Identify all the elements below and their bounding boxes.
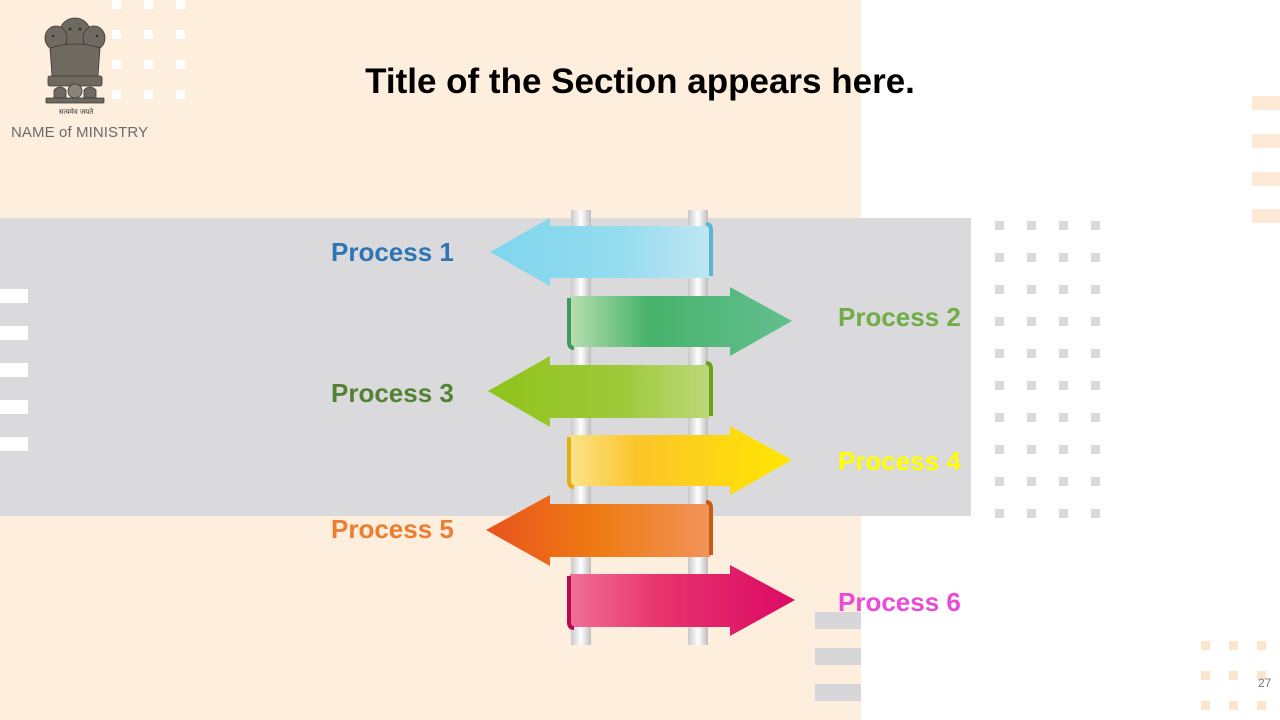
decorative-dot bbox=[1257, 641, 1266, 650]
gray-content-band bbox=[0, 218, 971, 516]
process-4-arrow-right-icon bbox=[567, 426, 792, 495]
emblem-motto: सत्यमेव जयते bbox=[58, 108, 94, 116]
decorative-dot bbox=[1059, 509, 1068, 518]
decorative-dot bbox=[144, 90, 153, 99]
decorative-dot bbox=[1201, 671, 1210, 680]
decorative-dot bbox=[1229, 671, 1238, 680]
decorative-dot bbox=[1059, 317, 1068, 326]
decorative-dot bbox=[144, 60, 153, 69]
process-3-arrow-left-icon bbox=[488, 356, 713, 427]
decorative-dot bbox=[995, 317, 1004, 326]
decorative-dot bbox=[1027, 349, 1036, 358]
decorative-dot bbox=[1091, 349, 1100, 358]
decorative-dot bbox=[995, 445, 1004, 454]
page-number: 27 bbox=[1258, 676, 1272, 690]
decorative-dot bbox=[1059, 285, 1068, 294]
decorative-dot bbox=[1059, 349, 1068, 358]
decorative-dot bbox=[1091, 477, 1100, 486]
decorative-dot bbox=[1257, 671, 1266, 680]
decorative-dot bbox=[995, 349, 1004, 358]
decorative-dot bbox=[112, 90, 121, 99]
decorative-dot bbox=[1027, 317, 1036, 326]
process-5-arrow-left-icon bbox=[486, 495, 713, 566]
decorative-dot bbox=[1027, 381, 1036, 390]
decorative-dot bbox=[1229, 641, 1238, 650]
decorative-dot bbox=[176, 90, 185, 99]
decorative-dot bbox=[1059, 253, 1068, 262]
decorative-dot bbox=[1229, 701, 1238, 710]
decorative-dot bbox=[1027, 477, 1036, 486]
decorative-dot bbox=[1091, 381, 1100, 390]
decorative-dot bbox=[1091, 221, 1100, 230]
process-3-label: Process 3 bbox=[331, 378, 454, 408]
decorative-dot bbox=[1059, 221, 1068, 230]
decorative-dot bbox=[1201, 701, 1210, 710]
decorative-dot bbox=[1091, 285, 1100, 294]
decorative-dot bbox=[1059, 445, 1068, 454]
decorative-dot bbox=[1201, 641, 1210, 650]
national-emblem-icon bbox=[44, 17, 106, 104]
decorative-dot bbox=[995, 477, 1004, 486]
decorative-dot bbox=[176, 30, 185, 39]
decorative-dot bbox=[1091, 253, 1100, 262]
decorative-dot bbox=[1027, 445, 1036, 454]
decorative-dot bbox=[1027, 285, 1036, 294]
decorative-dot bbox=[1027, 413, 1036, 422]
process-6-arrow-right-icon bbox=[567, 565, 795, 636]
decorative-dot bbox=[995, 413, 1004, 422]
decorative-dot bbox=[1091, 413, 1100, 422]
process-1-label: Process 1 bbox=[331, 237, 454, 267]
process-2-arrow-right-icon bbox=[567, 287, 792, 356]
decorative-dot bbox=[112, 60, 121, 69]
decorative-dot bbox=[176, 60, 185, 69]
decorative-dot bbox=[1027, 221, 1036, 230]
process-4-label: Process 4 bbox=[838, 446, 961, 476]
decorative-dot bbox=[1091, 509, 1100, 518]
decorative-dot bbox=[176, 0, 185, 9]
decorative-dot bbox=[1059, 477, 1068, 486]
ministry-name: NAME of MINISTRY bbox=[11, 124, 149, 141]
decorative-dot bbox=[1059, 381, 1068, 390]
process-2-label: Process 2 bbox=[838, 302, 961, 332]
section-title: Title of the Section appears here. bbox=[365, 62, 915, 101]
process-6-label: Process 6 bbox=[838, 587, 961, 617]
decorative-dot bbox=[995, 285, 1004, 294]
decorative-dot bbox=[995, 509, 1004, 518]
decorative-dot bbox=[995, 221, 1004, 230]
decorative-dot bbox=[995, 381, 1004, 390]
decorative-dot bbox=[1091, 317, 1100, 326]
decorative-dot bbox=[1027, 509, 1036, 518]
decorative-dot bbox=[144, 30, 153, 39]
decorative-dot bbox=[1059, 413, 1068, 422]
decorative-dot bbox=[1091, 445, 1100, 454]
decorative-dot bbox=[144, 0, 153, 9]
decorative-dot bbox=[995, 253, 1004, 262]
decorative-dot bbox=[112, 30, 121, 39]
decorative-dot bbox=[112, 0, 121, 9]
decorative-dot bbox=[1027, 253, 1036, 262]
decorative-dot bbox=[1257, 701, 1266, 710]
process-1-arrow-left-icon bbox=[490, 218, 713, 286]
process-5-label: Process 5 bbox=[331, 514, 454, 544]
